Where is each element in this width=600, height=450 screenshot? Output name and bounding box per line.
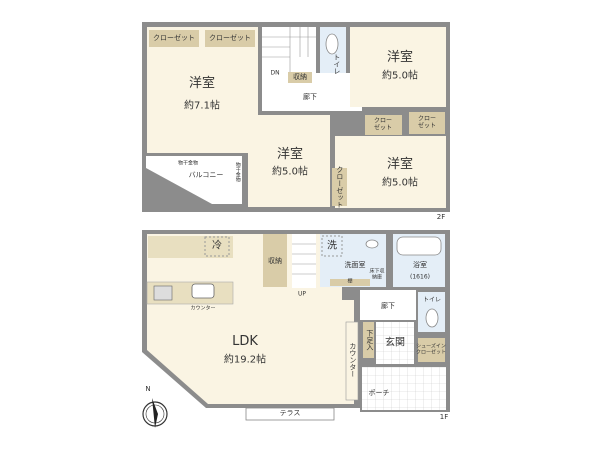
fridge-space xyxy=(204,236,230,257)
shelf-label: 棚 xyxy=(347,278,353,285)
stair-steps-1f xyxy=(292,243,316,275)
washroom-label: 洗面室 xyxy=(344,261,366,270)
entrance-floor xyxy=(376,322,414,364)
closet-3 xyxy=(365,115,402,135)
room-7-1-name: 洋室 xyxy=(188,75,216,91)
closet-1-label: クローゼット xyxy=(153,34,195,43)
basin-icon xyxy=(365,239,379,249)
washer-space xyxy=(321,235,343,257)
floor-1-label: 1F xyxy=(439,413,449,422)
hall-1f-label: 廊下 xyxy=(381,302,395,311)
toilet-1f-label: トイレ xyxy=(422,296,442,304)
room-5-0-middle xyxy=(248,115,330,207)
bath-label: 浴室 xyxy=(413,261,427,270)
hall-1f xyxy=(360,290,416,320)
counter-label: カウンター xyxy=(348,342,357,378)
room-5-0-bottom xyxy=(335,136,446,208)
ldk-area: 約19.2帖 xyxy=(223,354,267,366)
room-c-area: 約5.0帖 xyxy=(272,166,308,178)
under-floor-storage-label: 床下収納庫 xyxy=(369,268,385,280)
storage-1f xyxy=(263,234,287,287)
room-c-name: 洋室 xyxy=(276,146,304,162)
shoe-box-label: 下足入 xyxy=(365,329,374,351)
porch xyxy=(362,367,446,410)
closet-5 xyxy=(332,168,347,206)
toilet-bowl-icon xyxy=(325,33,339,55)
room-7-1 xyxy=(147,27,258,153)
closet-4 xyxy=(409,112,445,134)
kitchen-counter-label: カウンター xyxy=(190,305,216,312)
shoe-box xyxy=(363,322,374,358)
balcony-label: バルコニー xyxy=(188,171,224,180)
stairs-1f xyxy=(292,234,316,288)
bath-size: (1616) xyxy=(410,273,430,281)
stairs-2f xyxy=(262,27,316,73)
balcony xyxy=(146,156,242,204)
hall-2f-label: 廊下 xyxy=(303,93,317,102)
closet-3-label: クロー ゼット xyxy=(373,117,393,131)
compass-icon xyxy=(142,398,168,428)
closet-2-label: クローゼット xyxy=(209,34,251,43)
ldk-name: LDK xyxy=(232,333,258,349)
closet-4-label: クロー ゼット xyxy=(417,115,437,129)
entrance-label: 玄関 xyxy=(385,337,405,349)
terrace xyxy=(245,407,335,421)
compass-north-label: N xyxy=(145,385,151,394)
fridge-label: 冷 xyxy=(212,240,222,252)
counter xyxy=(345,321,359,401)
toilet-bowl-icon xyxy=(425,308,439,328)
dryer-2-label: 物干金物 xyxy=(234,162,241,182)
room-b-area: 約5.0帖 xyxy=(382,70,418,82)
closet-5-label: クローゼット xyxy=(335,166,344,208)
bathtub-icon xyxy=(396,236,442,256)
closet-1 xyxy=(149,30,199,47)
storage-2f-label: 収納 xyxy=(293,73,307,82)
room-5-0-top xyxy=(350,27,446,107)
toilet-2f-label: トイレ xyxy=(332,53,341,75)
closet-2 xyxy=(205,30,255,47)
terrace-label: テラス xyxy=(279,409,301,418)
floor-1 xyxy=(142,230,450,421)
down-label: DN xyxy=(270,69,280,77)
stair-steps-2f xyxy=(262,27,316,73)
stove-icon xyxy=(153,285,173,301)
sink-icon xyxy=(191,283,215,299)
shelf xyxy=(330,279,370,286)
shoe-closet xyxy=(418,338,445,362)
storage-1f-label: 収納 xyxy=(268,257,282,266)
up-label: UP xyxy=(297,290,307,298)
room-d-area: 約5.0帖 xyxy=(382,177,418,189)
shoe-closet-label: シューズイン クローゼット xyxy=(415,343,447,355)
porch-label: ポーチ xyxy=(368,389,390,398)
washer-label: 洗 xyxy=(327,240,337,252)
floor-2-label: 2F xyxy=(436,213,446,222)
room-b-name: 洋室 xyxy=(386,49,414,65)
room-d-name: 洋室 xyxy=(386,156,414,172)
kitchen-back-counter xyxy=(148,236,233,258)
room-7-1-area: 約7.1帖 xyxy=(184,100,220,112)
floor-2 xyxy=(142,22,450,212)
dryer-1-label: 物干金物 xyxy=(177,160,199,167)
storage-2f xyxy=(288,72,312,83)
